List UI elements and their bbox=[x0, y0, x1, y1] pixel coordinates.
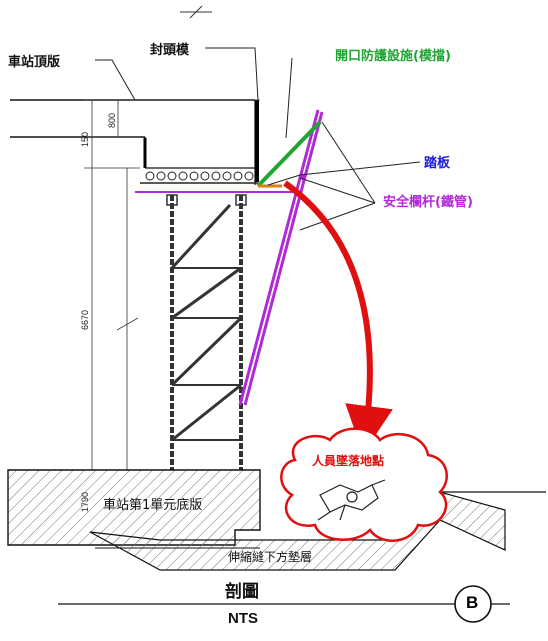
unit-base-label: 車站第1單元底版 bbox=[103, 498, 203, 513]
base-slab bbox=[7, 469, 546, 571]
fall-trajectory bbox=[283, 180, 393, 454]
section-marker bbox=[58, 585, 510, 623]
dim-6670: 6670 bbox=[80, 309, 90, 330]
section-title: 剖圖 bbox=[225, 582, 259, 601]
end-form bbox=[143, 100, 259, 182]
dim-1790: 1790 bbox=[80, 491, 90, 512]
section-mark-label: B bbox=[466, 593, 479, 612]
break-mark bbox=[180, 5, 212, 19]
leader-lines bbox=[95, 47, 421, 231]
station-roof-label: 車站頂版 bbox=[8, 55, 61, 70]
fall-point-cloud bbox=[280, 427, 448, 542]
scaffold bbox=[166, 194, 247, 470]
fallen-person-icon bbox=[317, 479, 386, 521]
opening-guard-line bbox=[256, 120, 322, 188]
safety-rail-label: 安全欄杆(鐵管) bbox=[383, 195, 473, 210]
safety-rail bbox=[238, 109, 324, 406]
fall-point-label: 人員墜落地點 bbox=[312, 454, 385, 468]
opening-guard-label: 開口防護設施(模擋) bbox=[335, 49, 451, 64]
dim-800: 800 bbox=[107, 112, 117, 128]
dim-150: 150 bbox=[80, 131, 90, 147]
nts-label: NTS bbox=[228, 610, 258, 627]
step-board-label: 踏板 bbox=[424, 156, 451, 171]
dimension-lines bbox=[84, 99, 260, 471]
formwork-supports bbox=[140, 171, 258, 184]
end-form-label: 封頭模 bbox=[150, 43, 190, 58]
expansion-layer-label: 伸縮縫下方墊層 bbox=[228, 550, 313, 564]
